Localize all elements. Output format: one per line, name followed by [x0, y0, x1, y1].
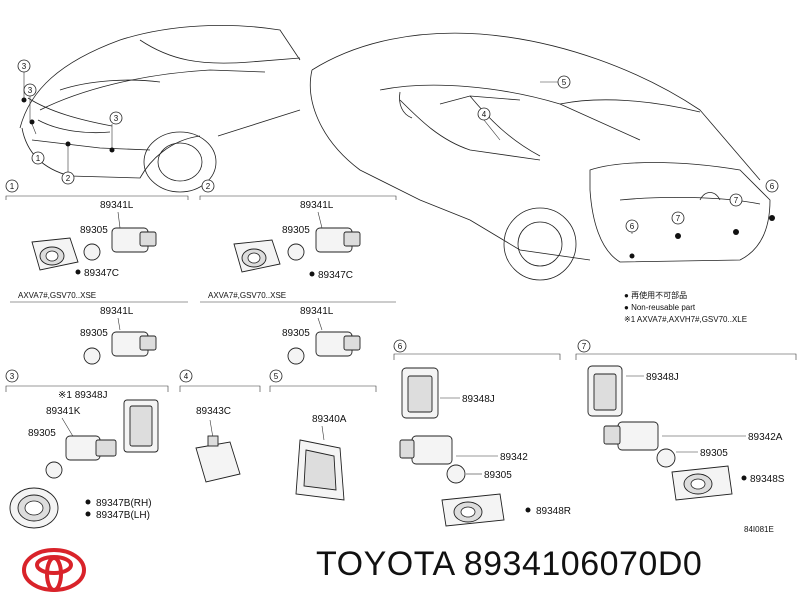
rear-car-illustration — [309, 32, 775, 281]
svg-text:2: 2 — [206, 182, 211, 191]
svg-text:2: 2 — [66, 174, 71, 183]
part-number: 8934106070D0 — [463, 545, 703, 583]
panel-4: 4 89343C — [179, 369, 261, 483]
svg-text:1: 1 — [36, 154, 41, 163]
drawing-code: 84I081E — [744, 525, 774, 534]
svg-text:89305: 89305 — [80, 328, 108, 339]
svg-text:89347B(LH): 89347B(LH) — [96, 510, 150, 521]
rear-callouts: 4 5 6 7 7 6 — [477, 75, 779, 234]
svg-text:89348J: 89348J — [462, 394, 495, 405]
svg-text:89341L: 89341L — [300, 200, 334, 211]
svg-text:89305: 89305 — [282, 225, 310, 236]
svg-text:89347C: 89347C — [84, 268, 119, 279]
svg-text:6: 6 — [398, 342, 403, 351]
panel-6: 6 89348J 89342 89305 89348R — [393, 339, 571, 527]
svg-text:89305: 89305 — [484, 470, 512, 481]
svg-text:89347B(RH): 89347B(RH) — [96, 498, 152, 509]
svg-text:※1 89348J: ※1 89348J — [58, 390, 108, 401]
svg-text:※1 AXVA7#,AXVH7#,GSV70..XLE: ※1 AXVA7#,AXVH7#,GSV70..XLE — [624, 315, 747, 324]
svg-text:89348S: 89348S — [750, 474, 785, 485]
svg-text:89305: 89305 — [282, 328, 310, 339]
panel-2: 2 89341L 89305 89347C AXVA7#,GSV70..XSE … — [199, 179, 397, 365]
svg-text:89340A: 89340A — [312, 414, 347, 425]
svg-text:5: 5 — [274, 372, 279, 381]
front-car-illustration — [19, 25, 301, 193]
svg-text:3: 3 — [114, 114, 119, 123]
svg-text:3: 3 — [22, 62, 27, 71]
svg-text:6: 6 — [630, 222, 635, 231]
svg-text:3: 3 — [10, 372, 15, 381]
svg-text:89305: 89305 — [80, 225, 108, 236]
front-callouts: 3 3 1 2 3 — [17, 59, 123, 185]
svg-text:89342: 89342 — [500, 452, 528, 463]
panel-3: 3 ※1 89348J 89341K 89305 89347B(RH) 8934… — [5, 369, 169, 529]
svg-text:1: 1 — [10, 182, 15, 191]
svg-text:AXVA7#,GSV70..XSE: AXVA7#,GSV70..XSE — [18, 291, 96, 300]
svg-text:● Non-reusable part: ● Non-reusable part — [624, 303, 696, 312]
svg-text:7: 7 — [734, 196, 739, 205]
svg-text:6: 6 — [770, 182, 775, 191]
svg-text:89341L: 89341L — [300, 306, 334, 317]
panel-5: 5 89340A — [269, 369, 377, 501]
svg-text:4: 4 — [184, 372, 189, 381]
panel-1: 1 89341L 89305 89347C AXVA7#,GSV70..XSE … — [5, 179, 189, 365]
legend: ● 再使用不可部品 ● Non-reusable part ※1 AXVA7#,… — [624, 290, 747, 324]
svg-text:4: 4 — [482, 110, 487, 119]
svg-text:89342A: 89342A — [748, 432, 783, 443]
svg-text:7: 7 — [676, 214, 681, 223]
svg-text:89305: 89305 — [28, 428, 56, 439]
svg-text:89341K: 89341K — [46, 406, 81, 417]
panel-7: 7 89348J 89342A 89305 89348S — [575, 339, 797, 501]
toyota-logo — [22, 548, 86, 592]
svg-text:89341L: 89341L — [100, 200, 134, 211]
svg-text:89348J: 89348J — [646, 372, 679, 383]
svg-text:7: 7 — [582, 342, 587, 351]
svg-text:3: 3 — [28, 86, 33, 95]
svg-text:89305: 89305 — [700, 448, 728, 459]
svg-text:89347C: 89347C — [318, 270, 353, 281]
svg-text:● 再使用不可部品: ● 再使用不可部品 — [624, 290, 687, 300]
brand-name: TOYOTA — [316, 545, 454, 583]
footer-title: TOYOTA 8934106070D0 — [316, 545, 702, 584]
svg-text:89343C: 89343C — [196, 406, 231, 417]
svg-text:89348R: 89348R — [536, 506, 571, 517]
svg-text:5: 5 — [562, 78, 567, 87]
svg-text:AXVA7#,GSV70..XSE: AXVA7#,GSV70..XSE — [208, 291, 286, 300]
svg-text:89341L: 89341L — [100, 306, 134, 317]
